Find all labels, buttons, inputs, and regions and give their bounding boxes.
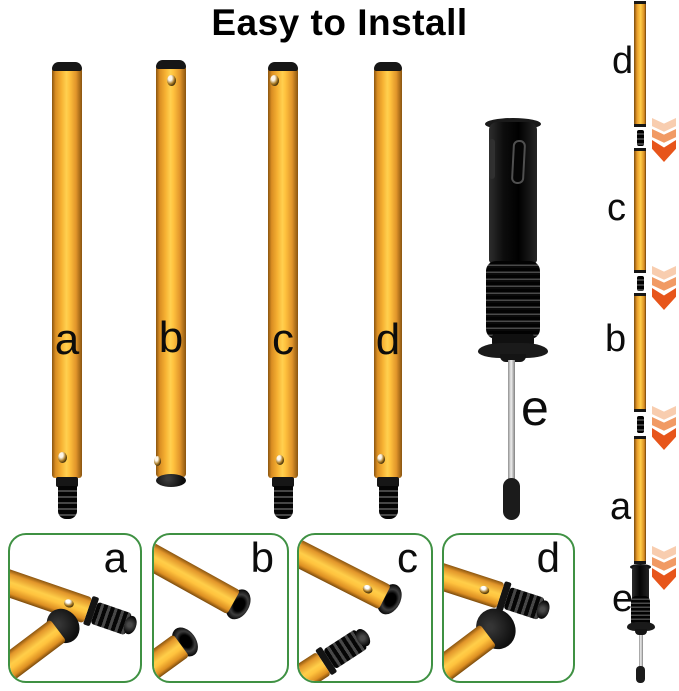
- handle-ribbed-grip: [486, 261, 540, 339]
- assembled-label-c: c: [607, 187, 626, 229]
- pin-hole: [270, 75, 279, 86]
- detail-box-a: a: [8, 533, 142, 683]
- detail-d-lower-pole: [444, 600, 524, 681]
- pole-d: d: [374, 62, 402, 478]
- assembled-section-b: [634, 293, 646, 412]
- detail-box-c: c: [297, 533, 433, 683]
- pole-b: b: [156, 60, 186, 477]
- joint-connector: [637, 130, 644, 146]
- detail-box-c-label: c: [397, 534, 418, 581]
- page-title: Easy to Install: [211, 2, 468, 43]
- pole-b-label: b: [158, 313, 184, 362]
- assembled-handle-grip: [631, 596, 650, 628]
- assembled-handle-tip: [636, 666, 645, 683]
- handle-flange: [478, 343, 548, 358]
- pole-d-top-cap: [374, 62, 402, 71]
- detail-b-upper-pole: [154, 535, 257, 625]
- detail-b-lower-pole: [154, 621, 204, 681]
- assembled-label-d: d: [612, 40, 634, 82]
- pin-hole: [167, 75, 176, 86]
- detail-c-lower-pole: [299, 619, 378, 681]
- assembled-handle-flange-tab: [635, 629, 647, 635]
- pin-hole: [154, 456, 161, 466]
- assembled-handle-rod: [639, 635, 643, 668]
- pole-segment: [154, 539, 241, 614]
- pole-c-connector-neck: [272, 477, 294, 487]
- handle-metal-rod: [508, 360, 515, 482]
- assembled-label-e: e: [612, 578, 634, 620]
- down-arrow-icon: [652, 546, 676, 590]
- handle-slot: [510, 139, 527, 185]
- pole-a-connector-neck: [56, 477, 78, 487]
- pole-c-threaded-end: [274, 486, 293, 519]
- pin-hole: [361, 582, 375, 595]
- handle-flange-tab: [500, 354, 526, 362]
- handle-side-notch: [489, 139, 495, 179]
- pin-hole: [478, 584, 491, 595]
- down-arrow-icon: [652, 406, 676, 450]
- pole-b-top-cap: [156, 60, 186, 69]
- pin-hole: [377, 454, 385, 464]
- pole-d-connector-neck: [377, 477, 399, 487]
- detail-box-a-label: a: [103, 534, 127, 581]
- assembled-handle-flange: [627, 622, 655, 631]
- pole-d-threaded-end: [379, 486, 398, 519]
- detail-box-b-label: b: [250, 534, 274, 581]
- assembled-label-a: a: [610, 486, 632, 528]
- detail-c-upper-pole: [299, 535, 407, 620]
- handle-label: e: [521, 380, 549, 436]
- handle-rod-tip: [503, 478, 520, 520]
- down-arrow-icon: [652, 266, 676, 310]
- assembled-section-a: [634, 436, 646, 564]
- joint-connector: [637, 276, 644, 291]
- detail-box-d-label: d: [536, 534, 560, 581]
- pole-segment: [10, 619, 67, 681]
- pole-segment: [444, 560, 505, 609]
- joint-connector: [637, 416, 644, 433]
- pole-c-label: c: [272, 315, 294, 364]
- pole-d-label: d: [375, 315, 401, 364]
- pole-a-label: a: [54, 315, 80, 364]
- assembled-label-b: b: [605, 318, 627, 360]
- pole-c-top-cap: [268, 62, 298, 71]
- pole-b-end-cap: [156, 474, 186, 487]
- pole-c: c: [268, 62, 298, 478]
- assembled-section-c: [634, 148, 646, 273]
- assembled-section-d: [634, 1, 646, 127]
- pole-a: a: [52, 62, 82, 478]
- detail-box-d: d: [442, 533, 575, 683]
- pin-hole: [276, 455, 284, 465]
- pin-hole: [58, 452, 67, 463]
- pole-a-threaded-end: [58, 486, 77, 519]
- pole-a-top-cap: [52, 62, 82, 71]
- down-arrow-icon: [652, 118, 676, 162]
- detail-box-b: b: [152, 533, 289, 683]
- pole-segment: [299, 535, 392, 609]
